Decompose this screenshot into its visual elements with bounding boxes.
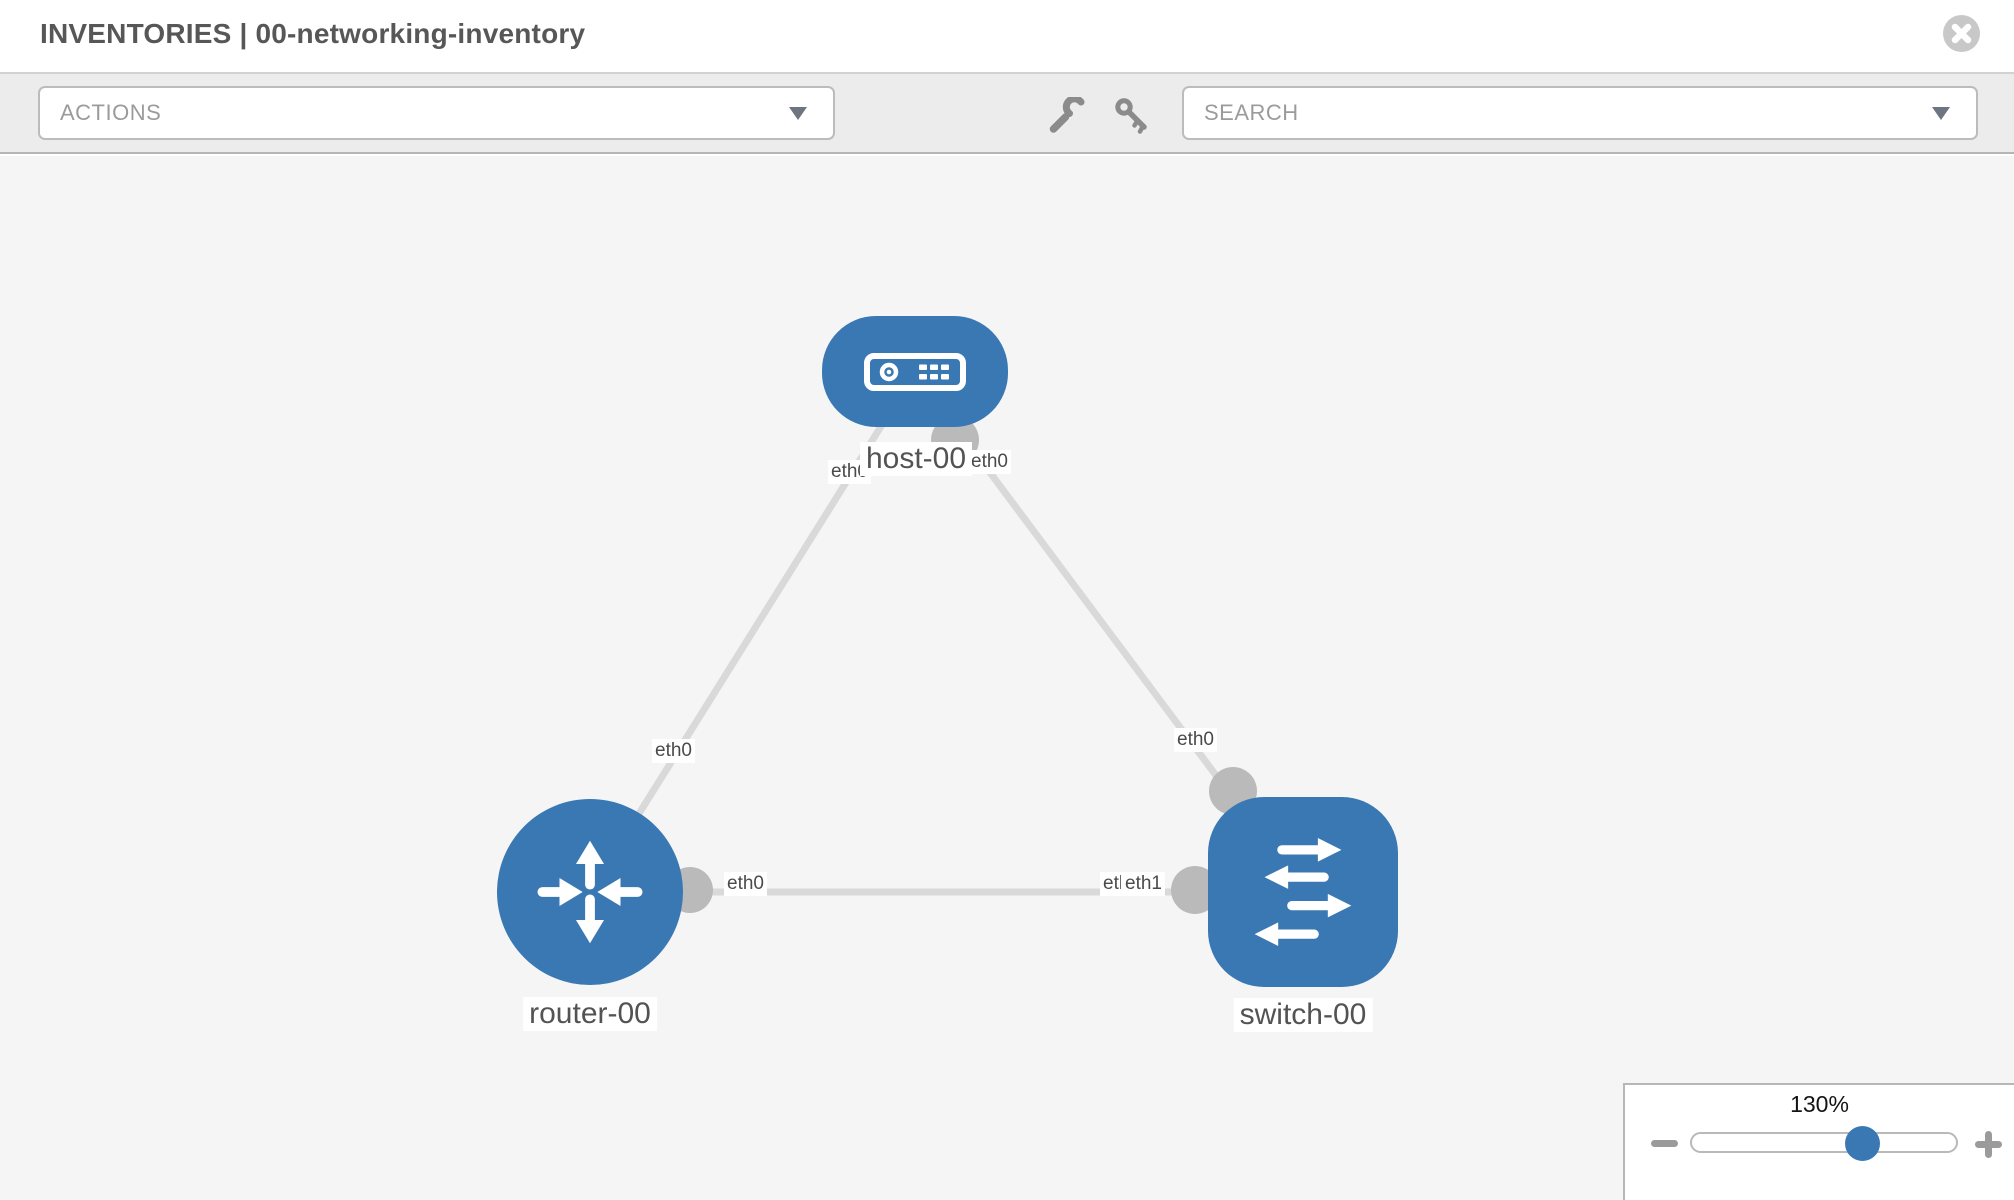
search-input[interactable] bbox=[1184, 99, 1932, 127]
host-icon bbox=[864, 352, 966, 391]
interface-label: eth0 bbox=[828, 460, 871, 484]
switch-icon bbox=[1254, 838, 1352, 946]
chevron-down-icon bbox=[1932, 106, 1950, 120]
node-router-00[interactable] bbox=[497, 799, 683, 985]
key-button[interactable] bbox=[1111, 96, 1155, 136]
plus-icon bbox=[1985, 1131, 1992, 1158]
wrench-icon bbox=[1049, 97, 1085, 133]
interface-label: eth0 bbox=[652, 739, 695, 763]
interface-endpoint bbox=[1171, 866, 1219, 914]
chevron-down-icon bbox=[789, 106, 807, 120]
zoom-level-value: 130% bbox=[1790, 1091, 1849, 1117]
node-switch-00[interactable] bbox=[1208, 797, 1398, 987]
interface-label: eth0 bbox=[968, 450, 1011, 474]
node-label-router: router-00 bbox=[523, 997, 657, 1031]
tools-button[interactable] bbox=[1044, 96, 1088, 136]
zoom-out-button[interactable] bbox=[1651, 1140, 1678, 1147]
page-title: INVENTORIES | 00-networking-inventory bbox=[40, 18, 586, 49]
interface-label: eth0 bbox=[1174, 728, 1217, 752]
close-button[interactable] bbox=[1943, 15, 1980, 52]
zoom-slider-track[interactable] bbox=[1690, 1132, 1958, 1153]
node-host-00[interactable] bbox=[822, 316, 1008, 427]
zoom-control-panel: 130% bbox=[1623, 1083, 2014, 1200]
search-dropdown[interactable] bbox=[1182, 86, 1978, 140]
topology-edges bbox=[587, 369, 1306, 914]
zoom-in-button[interactable] bbox=[1973, 1129, 2004, 1160]
router-icon bbox=[537, 840, 643, 944]
toolbar: ACTIONS bbox=[0, 74, 2014, 154]
zoom-slider-thumb[interactable] bbox=[1845, 1126, 1880, 1161]
actions-dropdown[interactable]: ACTIONS bbox=[38, 86, 835, 140]
header-bar: INVENTORIES | 00-networking-inventory bbox=[0, 0, 2014, 74]
key-icon bbox=[1115, 98, 1147, 134]
interface-label: eth1 bbox=[1121, 872, 1165, 896]
node-label-switch: switch-00 bbox=[1233, 998, 1373, 1032]
node-label-host: host-00 bbox=[859, 442, 973, 476]
topology-canvas[interactable]: eth0 eth0 eth0 eth0 eth0 eth0 eth1 host-… bbox=[0, 156, 2014, 1200]
actions-dropdown-label: ACTIONS bbox=[60, 100, 162, 125]
interface-label: eth0 bbox=[724, 872, 767, 896]
close-icon bbox=[1943, 15, 1980, 52]
